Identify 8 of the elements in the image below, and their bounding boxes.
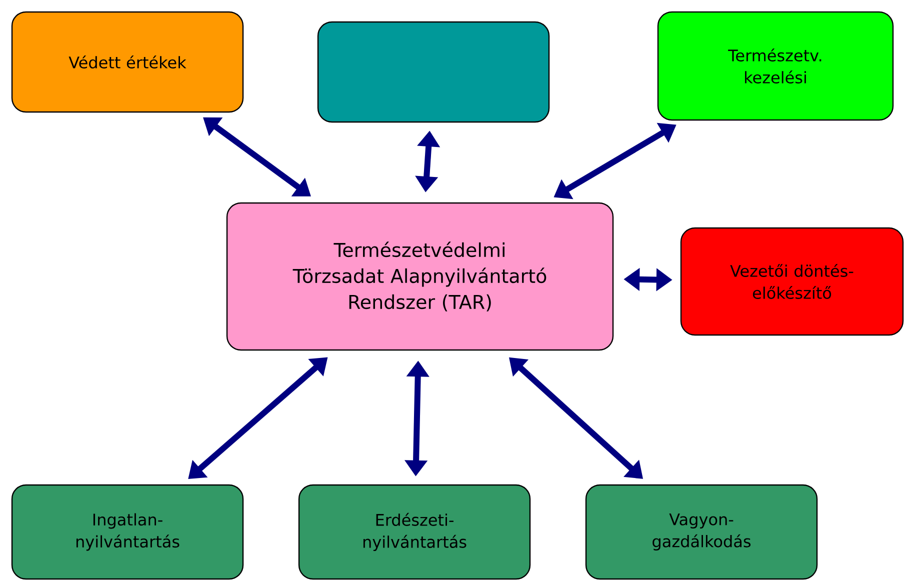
module-box xyxy=(317,21,550,123)
module-box: Vezetői döntés-előkészítő xyxy=(680,227,904,336)
module-box: Erdészeti-nyilvántartás xyxy=(298,484,531,580)
system-box: Természetvédelmi Törzsadat Alapnyilvántartó Rendszer (TAR) xyxy=(226,202,614,351)
module-box: Védett értékek xyxy=(11,11,244,113)
module-box: Ingatlan-nyilvántartás xyxy=(11,484,244,580)
module-box: Vagyon-gazdálkodás xyxy=(585,484,818,580)
module-box: Természetv. kezelési xyxy=(657,11,894,121)
